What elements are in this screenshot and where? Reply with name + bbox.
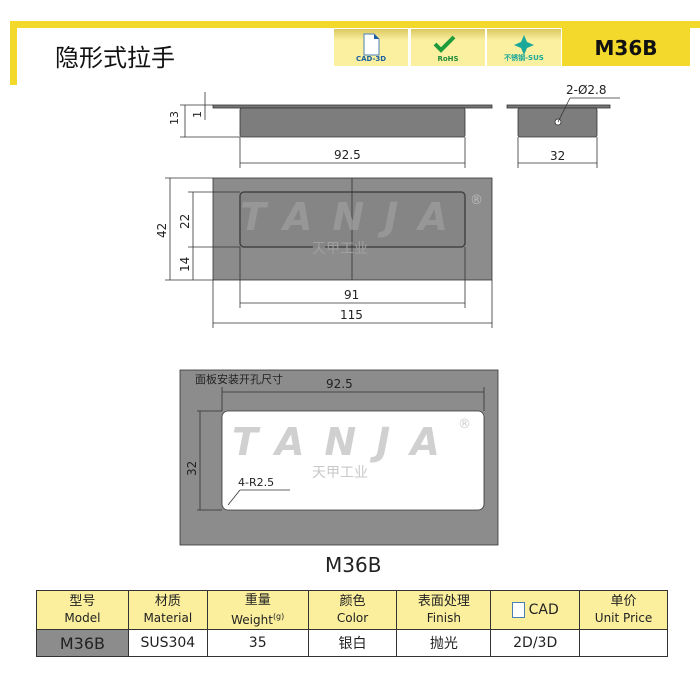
dim-thickness: 1 (191, 111, 204, 118)
cutout-length: 92.5 (326, 377, 353, 391)
model-code: M36B (562, 28, 690, 66)
dim-offset: 14 (178, 257, 192, 272)
page-title: 隐形式拉手 (55, 44, 175, 72)
cutout-height: 32 (185, 461, 199, 476)
table-row: M36B SUS304 35 银白 抛光 2D/3D (36, 629, 668, 657)
watermark-sub: 天甲工业 (312, 241, 368, 257)
dim-height: 13 (168, 111, 181, 125)
dim-width: 32 (550, 149, 565, 163)
badge-label: RoHS (437, 55, 459, 63)
dim-front-length: 115 (340, 308, 363, 322)
header-bar (10, 21, 700, 28)
badge-rohs[interactable]: RoHS (411, 29, 485, 66)
file-icon (511, 602, 525, 618)
cell-weight: 35 (206, 629, 309, 657)
cell-material: SUS304 (127, 629, 208, 657)
badge-label: CAD-3D (355, 55, 387, 63)
cell-price (579, 629, 668, 657)
cutout-radius: 4-R2.5 (238, 476, 274, 489)
cell-color: 银白 (307, 629, 398, 657)
sparkle-icon (514, 35, 534, 55)
badge-cad-3d[interactable]: CAD-3D (334, 29, 408, 66)
technical-drawing: 13 1 92.5 2-Ø2.8 32 42 22 14 91 115 TANJ… (155, 83, 620, 577)
dim-front-height: 42 (155, 223, 169, 238)
cutout-label: 面板安装开孔尺寸 (195, 372, 283, 386)
file-icon (363, 33, 380, 56)
watermark-brand: TANJA (240, 195, 468, 239)
dim-length: 92.5 (334, 148, 361, 162)
dim-recess: 22 (178, 214, 192, 229)
cutout-watermark-reg: ® (458, 417, 471, 432)
header-accent (10, 21, 17, 85)
cutout-watermark: TANJA (232, 420, 460, 464)
check-icon (433, 35, 456, 53)
badge-sus[interactable]: 不锈钢-SUS (487, 29, 561, 66)
dim-hole: 2-Ø2.8 (566, 83, 607, 97)
watermark-reg: ® (470, 193, 483, 208)
badge-label: 不锈钢-SUS (504, 54, 544, 62)
header-cad: CAD (490, 590, 581, 630)
cutout-watermark-sub: 天甲工业 (312, 465, 368, 481)
drawing-caption: M36B (325, 553, 381, 577)
dim-recess-length: 91 (344, 288, 359, 302)
cell-model: M36B (36, 629, 129, 657)
cell-cad[interactable]: 2D/3D (490, 629, 581, 657)
cell-finish: 抛光 (396, 629, 492, 657)
